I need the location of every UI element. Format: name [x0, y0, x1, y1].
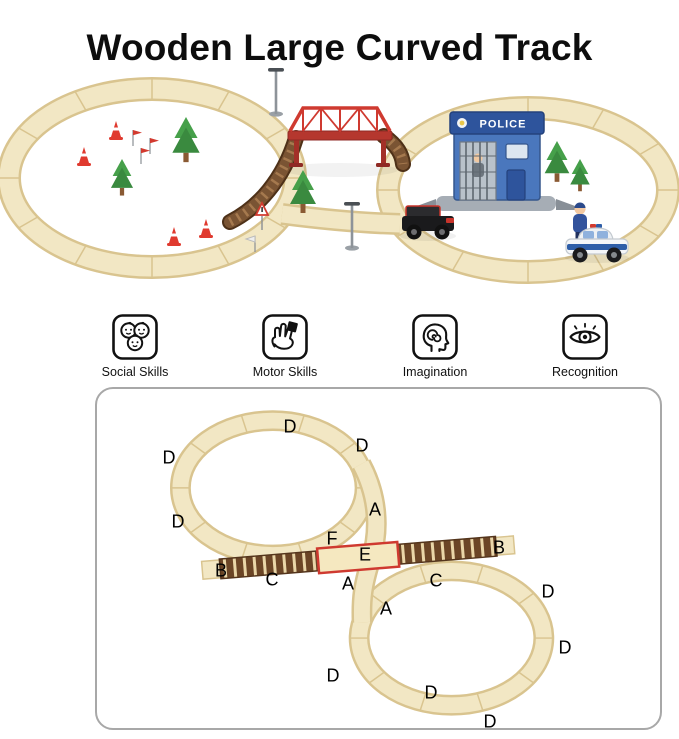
- white-flag-icon: [244, 235, 256, 252]
- diagram-label-b: B: [214, 560, 228, 581]
- red-flag-icon: [149, 137, 160, 155]
- tree-icon: [172, 117, 200, 163]
- diagram-bridge: [200, 535, 516, 580]
- imagination-icon: [412, 314, 458, 360]
- diagram-label-d: D: [162, 447, 176, 468]
- bridge-shadow: [282, 163, 398, 177]
- red-bridge: [287, 106, 393, 167]
- diagram-label-d: D: [541, 581, 555, 602]
- diagram-label-d: D: [483, 711, 497, 732]
- police-sign: [449, 111, 545, 135]
- product-photo: POLICE: [0, 52, 679, 304]
- diagram-label-f: F: [326, 528, 338, 549]
- diagram-label-a: A: [368, 499, 382, 520]
- street-lamp-icon: [266, 66, 286, 118]
- recognition-icon: [562, 314, 608, 360]
- police-officer-figure: [573, 202, 587, 239]
- feature-recognition: Recognition: [510, 313, 660, 379]
- feature-label-recognition: Recognition: [551, 365, 618, 379]
- traffic-cone-icon: [199, 219, 213, 238]
- diagram-label-c: C: [265, 569, 279, 590]
- tree-icon: [570, 159, 590, 192]
- diagram-track-joints: [170, 414, 554, 712]
- motor-skills-icon: [262, 314, 308, 360]
- social-skills-icon: [112, 314, 158, 360]
- feature-label-social-skills: Social Skills: [101, 365, 169, 379]
- police-sign-text: POLICE: [480, 119, 527, 131]
- diagram-label-d: D: [171, 511, 185, 532]
- diagram-label-d: D: [355, 435, 369, 456]
- feature-label-motor-skills: Motor Skills: [252, 365, 318, 379]
- warning-sign-icon: [254, 200, 270, 230]
- tree-icon: [544, 141, 570, 182]
- diagram-bridge-center: [315, 540, 401, 575]
- features-row: Social Skills Motor Skills Imagination: [60, 313, 660, 379]
- diagram-label-a: A: [379, 598, 393, 619]
- traffic-cone-icon: [77, 147, 91, 166]
- traffic-cone-icon: [109, 121, 123, 140]
- feature-label-imagination: Imagination: [402, 365, 468, 379]
- diagram-right-ramp: [394, 535, 498, 566]
- diagram-label-b: B: [492, 537, 506, 558]
- tree-icon: [110, 159, 134, 196]
- red-flag-icon: [132, 129, 143, 147]
- diagram-label-c: C: [429, 570, 443, 591]
- diagram-label-e: E: [358, 544, 372, 565]
- diagram-bottom-loop: [348, 560, 555, 716]
- station-door: [506, 169, 526, 201]
- jeep-toy: [402, 205, 454, 240]
- traffic-cone-icon: [167, 227, 181, 246]
- track-diagram-panel: D D D D A F B E B C C A A D D D D D: [95, 387, 662, 732]
- feature-imagination: Imagination: [360, 313, 510, 379]
- product-title: Wooden Large Curved Track: [86, 26, 593, 68]
- diagram-label-d: D: [558, 637, 572, 658]
- diagram-label-d: D: [283, 416, 297, 437]
- police-badge-icon: [459, 120, 465, 126]
- station-window: [505, 143, 529, 160]
- police-station: POLICE: [406, 111, 586, 211]
- red-flag-icon: [140, 147, 151, 165]
- track-under-straight: [280, 203, 401, 235]
- diagram-label-d: D: [326, 665, 340, 686]
- diagram-label-d: D: [424, 682, 438, 703]
- feature-motor-skills: Motor Skills: [210, 313, 360, 379]
- photo-scene: POLICE: [0, 66, 679, 284]
- police-car-toy: [565, 224, 629, 263]
- track-diagram: [169, 410, 555, 716]
- diagram-label-a: A: [341, 573, 355, 594]
- feature-social-skills: Social Skills: [60, 313, 210, 379]
